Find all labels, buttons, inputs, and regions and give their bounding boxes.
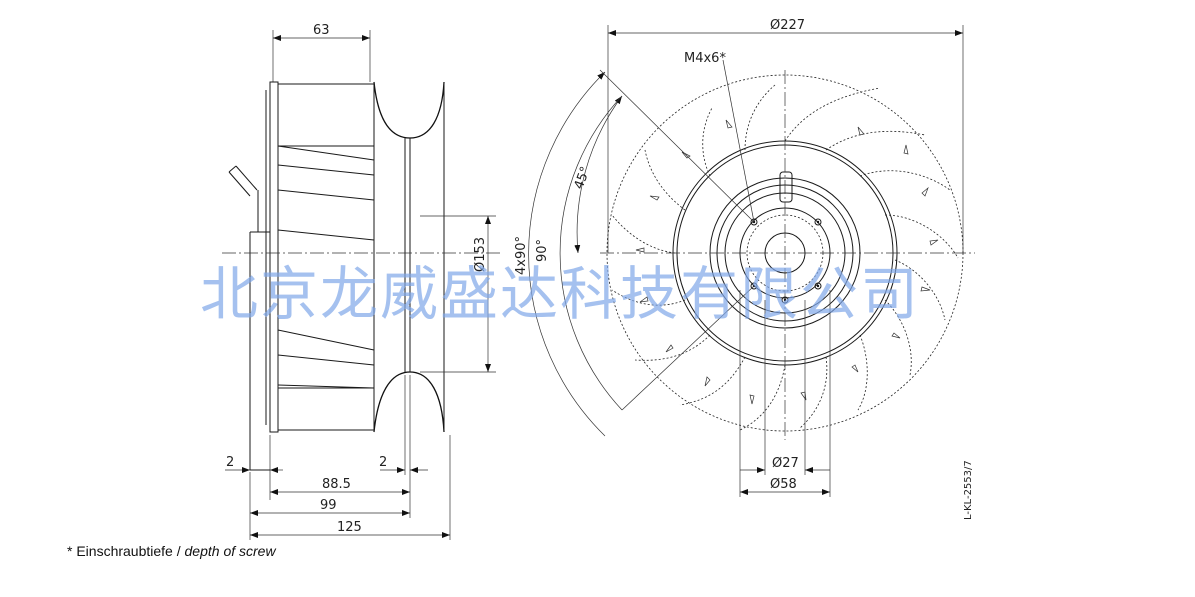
- front-view: Ø227: [514, 18, 975, 497]
- blade-tips: [635, 119, 939, 405]
- impeller-blades-lower: [277, 329, 375, 431]
- screw-label: M4x6*: [684, 51, 726, 66]
- dim-63: 63: [313, 23, 330, 38]
- dim-27: Ø27: [772, 456, 799, 471]
- dim-58: Ø58: [770, 477, 797, 492]
- footnote: * Einschraubtiefe / depth of screw: [67, 543, 276, 559]
- footnote-german: * Einschraubtiefe /: [67, 543, 181, 559]
- company-watermark: 北京龙威盛达科技有限公司: [200, 260, 920, 328]
- cable-boss: [779, 171, 793, 203]
- dim-227: Ø227: [770, 18, 805, 33]
- side-view: 63: [222, 23, 500, 540]
- drawing-number: L-KL-2553/7: [963, 460, 974, 520]
- impeller-blades-upper: [277, 83, 375, 241]
- dim-2-left: 2: [226, 455, 234, 470]
- cable-gland: [228, 165, 258, 197]
- angle-4x90: 4x90°: [514, 236, 529, 275]
- dim-99: 99: [320, 498, 337, 513]
- dim-125: 125: [337, 520, 362, 535]
- impeller-blades: [611, 84, 959, 431]
- angle-dims: 45° 4x90° 90°: [514, 69, 755, 437]
- footnote-english: depth of screw: [184, 543, 276, 559]
- dim-153: Ø153: [473, 237, 488, 272]
- angle-45: 45°: [572, 165, 594, 192]
- dim-88-5: 88.5: [322, 477, 351, 492]
- inlet-ring: [373, 81, 496, 433]
- angle-90: 90°: [535, 239, 550, 262]
- dim-2-right: 2: [379, 455, 387, 470]
